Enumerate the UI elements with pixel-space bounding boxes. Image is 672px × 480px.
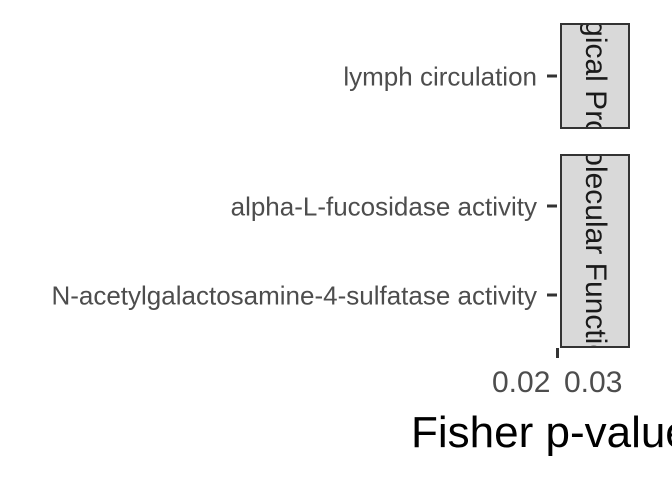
facet-strip-biological-process: Biological Process	[560, 23, 630, 129]
y-tick	[547, 74, 557, 78]
facet-strip-molecular-function: Molecular Function	[560, 154, 630, 348]
y-tick-label: N-acetylgalactosamine-4-sulfatase activi…	[51, 280, 537, 311]
y-tick	[547, 204, 557, 208]
x-tick	[556, 348, 559, 358]
x-axis-title: Fisher p-value	[411, 408, 672, 457]
y-tick	[547, 293, 557, 297]
facet-label: Biological Process	[578, 25, 612, 127]
x-tick-label: 0.03	[564, 366, 623, 399]
y-tick-label: lymph circulation	[343, 61, 537, 92]
x-tick-label: 0.02	[492, 366, 551, 399]
y-tick-label: alpha-L-fucosidase activity	[230, 191, 537, 222]
facet-label: Molecular Function	[579, 154, 612, 348]
